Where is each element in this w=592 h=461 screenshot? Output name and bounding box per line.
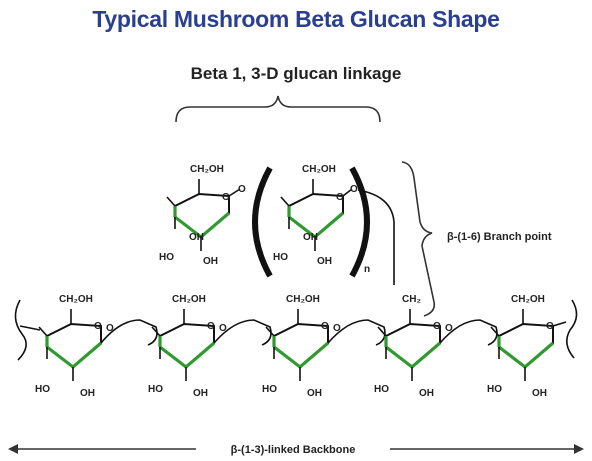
bb2-ho-label: HO [148, 384, 163, 395]
bb1-ring-oxygen: O [94, 321, 102, 332]
bb5-oh-label: OH [532, 388, 547, 399]
glycosidic-oxygen-2: O [350, 184, 358, 195]
bb5-ch2oh-label: CH₂OH [511, 294, 545, 305]
branch2-ho-label: HO [273, 252, 288, 263]
bb2-oh-label: OH [193, 388, 208, 399]
bb3-ch2oh-label: CH₂OH [286, 294, 320, 305]
backbone-ring-1 [37, 307, 103, 383]
backbone-left-end [14, 299, 27, 361]
backbone-ring-3 [264, 307, 330, 383]
bb4-oh-label: OH [419, 388, 434, 399]
branch2-ring-oxygen: O [336, 192, 344, 203]
bb3-ring-oxygen: O [321, 321, 329, 332]
branch1-ch2oh-label: CH₂OH [190, 164, 224, 175]
backbone-ring-5 [489, 307, 555, 383]
branch2-ch2oh-label: CH₂OH [302, 164, 336, 175]
branch-point-label: β-(1-6) Branch point [447, 231, 552, 243]
diagram-title: Typical Mushroom Beta Glucan Shape [92, 6, 500, 32]
bb4-ch2-label: CH₂ [402, 294, 421, 305]
bb4-ring-oxygen: O [433, 321, 441, 332]
glycosidic-oxygen-1: O [238, 184, 246, 195]
linkage-brace [175, 95, 381, 123]
branch2-oh-label: OH [303, 232, 318, 243]
bb1-ho-label: HO [35, 384, 50, 395]
linkage-heading: Beta 1, 3-D glucan linkage [190, 64, 402, 83]
backbone-ring-4 [376, 307, 442, 383]
bb2-ring-oxygen: O [207, 321, 215, 332]
bb2-ch2oh-label: CH₂OH [172, 294, 206, 305]
backbone-right-end [566, 299, 578, 359]
bb-link-oxygen-1: O [106, 323, 114, 334]
branch-link-bond [357, 189, 395, 285]
bb3-oh-label: OH [307, 388, 322, 399]
bb-link-oxygen-2: O [219, 323, 227, 334]
repeat-left-paren [252, 166, 273, 278]
branch2-oh2-label: OH [317, 256, 332, 267]
repeat-n-subscript: n [364, 264, 370, 275]
backbone-arrow [8, 444, 584, 454]
bb5-ring-oxygen: O [546, 321, 554, 332]
bb-link-oxygen-4: O [445, 323, 453, 334]
branch1-ho-label: HO [159, 252, 174, 263]
branch1-oh2-label: OH [203, 256, 218, 267]
bb4-ho-label: HO [374, 384, 389, 395]
backbone-ring-2 [150, 307, 216, 383]
repeat-right-paren [349, 166, 370, 278]
bb5-ho-label: HO [487, 384, 502, 395]
bb1-oh-label: OH [80, 388, 95, 399]
branch1-oh-label: OH [189, 232, 204, 243]
bb3-ho-label: HO [262, 384, 277, 395]
bb1-ch2oh-label: CH₂OH [59, 294, 93, 305]
branch1-ring-oxygen: O [222, 192, 230, 203]
backbone-label: β-(1-3)-linked Backbone [231, 444, 356, 456]
bb-link-oxygen-3: O [333, 323, 341, 334]
branch-point-brace [401, 161, 436, 317]
